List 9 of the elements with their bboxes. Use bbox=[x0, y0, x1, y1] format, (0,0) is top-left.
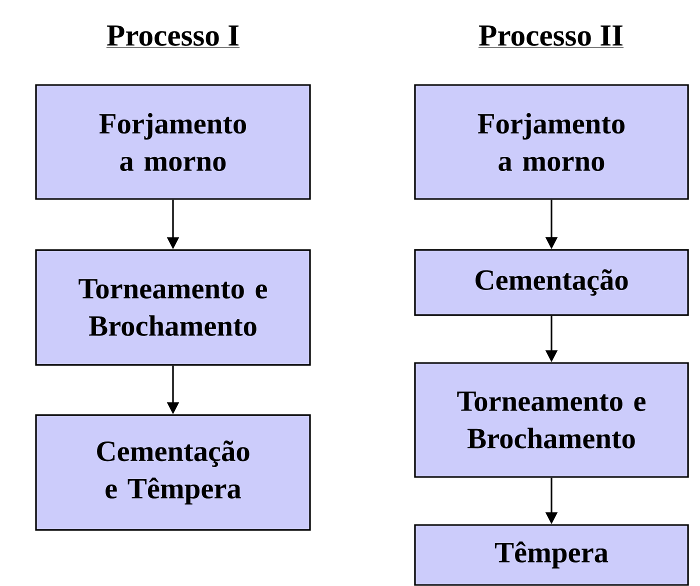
process-box: Têmpera bbox=[414, 524, 689, 586]
process-box: Forjamento a morno bbox=[414, 84, 689, 200]
process-box: Forjamento a morno bbox=[35, 84, 311, 200]
column-heading: Processo II bbox=[478, 25, 624, 48]
process-box: Torneamento e Brochamento bbox=[414, 362, 689, 478]
process-box: Cementação e Têmpera bbox=[35, 414, 311, 531]
process-box: Torneamento e Brochamento bbox=[35, 249, 311, 366]
process-box: Cementação bbox=[414, 249, 689, 316]
column-heading: Processo I bbox=[106, 25, 240, 48]
